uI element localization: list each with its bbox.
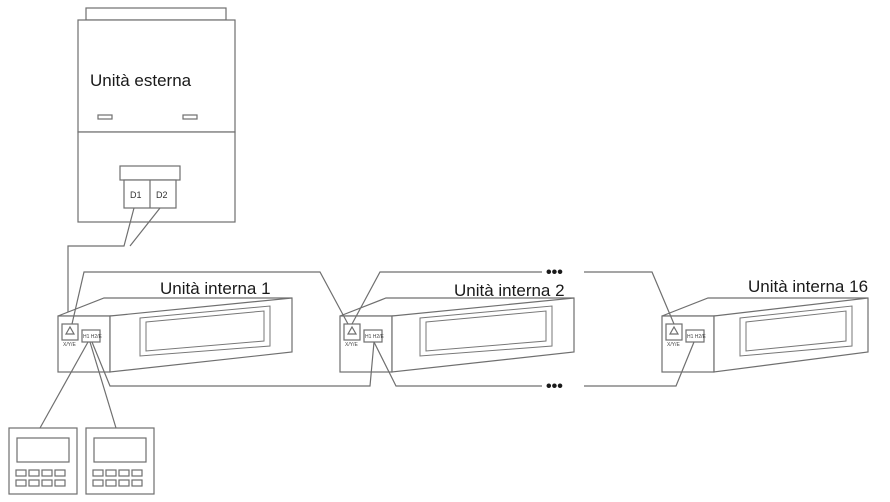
controller-2-key [92,469,104,477]
terminal-d1-label: D1 [130,190,142,200]
controller-1-key [15,479,27,487]
outdoor-wiring [67,207,161,318]
terminal-block-top [119,165,181,181]
controller-2-screen [93,437,147,463]
indoor-unit-16-port-b-label: H1 H2/E [687,334,707,340]
indoor-unit-1: X/Y/E H1 H2/E Unità interna 1 [57,279,293,373]
outdoor-vent-right [182,114,198,120]
outdoor-unit-cap [85,7,227,21]
terminal-d2-label: D2 [156,190,168,200]
indoor-unit-2: X/Y/E H1 H2/E Unità interna 2 [339,281,575,373]
controller-2-key [118,479,130,487]
indoor-unit-16-port-a-label: X/Y/E [667,342,680,348]
controller-2-key [131,479,143,487]
continuation-dots-bottom: ••• [546,378,563,395]
controller-1-screen [16,437,70,463]
outdoor-unit-label: Unità esterna [90,71,192,90]
outdoor-unit: D1 D2 Unità esterna [77,7,236,223]
controller-2-key [131,469,143,477]
wired-controller-1 [8,427,78,495]
bus-top-dots-16 [584,271,675,325]
wired-controller-2 [85,427,155,495]
controller-1-key [41,469,53,477]
controller-2-key [118,469,130,477]
controller-2-key [92,479,104,487]
indoor-unit-2-port-a-label: X/Y/E [345,342,358,348]
controller-2-key [105,469,117,477]
indoor-unit-1-port-a [61,323,79,341]
port-1-triangle-icon [64,325,76,335]
controller-wiring [39,341,117,429]
bus-bottom-2-dots [373,341,542,387]
controller-1-key [28,469,40,477]
bus-bottom-1-2 [91,341,375,387]
controller-1-key [41,479,53,487]
indoor-unit-16-port-b [685,329,705,343]
controller-1-key [28,479,40,487]
indoor-unit-16-label: Unità interna 16 [748,277,868,296]
indoor-unit-1-grille-inner [145,310,265,352]
outdoor-vent-left [97,114,113,120]
indoor-unit-16-grille-inner [745,310,847,352]
indoor-unit-1-port-b-label: H1 H2/E [83,334,103,340]
controller-1-key [15,469,27,477]
controller-2-key [105,479,117,487]
wire-controller-1 [39,341,89,429]
indoor-unit-2-label: Unità interna 2 [454,281,565,300]
bus-bottom-dots-16 [584,341,695,387]
indoor-unit-2-grille-inner [425,310,547,352]
indoor-unit-1-label: Unità interna 1 [160,279,271,298]
communication-bus-top: ••• [71,264,675,325]
indoor-unit-2-port-b [363,329,383,343]
port-2-triangle-icon [346,325,358,335]
indoor-unit-2-port-b-label: H1 H2/E [365,334,385,340]
port-16-triangle-icon [668,325,680,335]
indoor-unit-16: X/Y/E H1 H2/E Unità interna 16 [661,277,869,373]
port-markers [64,325,680,335]
controller-1-key [54,469,66,477]
communication-bus-bottom: ••• [91,341,695,395]
wire-d1 [67,207,135,318]
bus-top-2-dots [351,271,542,325]
indoor-unit-1-port-a-label: X/Y/E [63,342,76,348]
continuation-dots-top: ••• [546,264,563,281]
outdoor-unit-upper-panel [77,19,236,133]
controller-1-key [54,479,66,487]
indoor-unit-1-port-b [81,329,101,343]
bus-top-1-2 [71,271,349,325]
wire-controller-2 [89,341,117,429]
wire-d2 [129,207,161,247]
